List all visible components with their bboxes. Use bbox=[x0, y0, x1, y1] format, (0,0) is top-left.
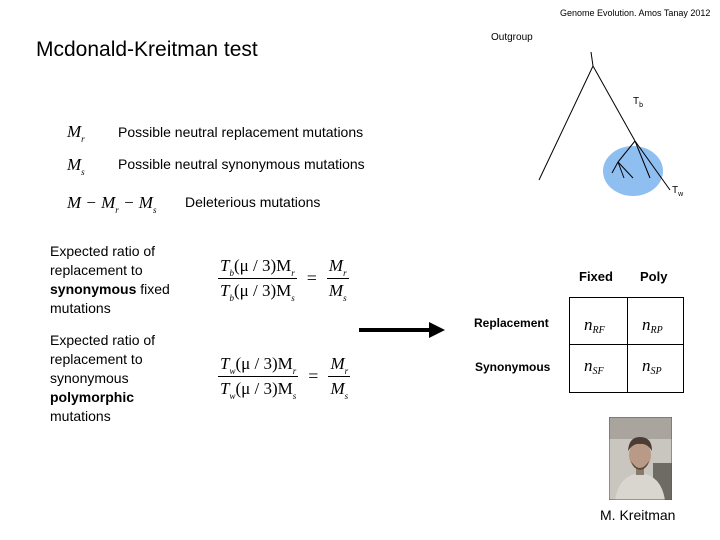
row-header-synonymous: Synonymous bbox=[475, 360, 551, 374]
definition-synonymous: Possible neutral synonymous mutations bbox=[118, 156, 365, 172]
tb-label: Tb bbox=[633, 96, 644, 109]
right-arrow-icon bbox=[359, 322, 445, 338]
contingency-table: nRF nRP nSF nSP bbox=[569, 297, 684, 393]
row-header-replacement: Replacement bbox=[474, 316, 549, 330]
definition-replacement: Possible neutral replacement mutations bbox=[118, 124, 364, 140]
cell-n-sp: nSP bbox=[642, 356, 662, 377]
cell-n-rf: nRF bbox=[584, 315, 605, 336]
definition-deleterious: Deleterious mutations bbox=[185, 194, 321, 210]
phylogenetic-tree bbox=[538, 51, 671, 196]
symbol-ms: Ms bbox=[67, 155, 85, 177]
formula-fixed: Tb(μ / 3)Mr Tb(μ / 3)Ms = Mr Ms bbox=[218, 256, 349, 303]
slide-title: Mcdonald-Kreitman test bbox=[36, 38, 258, 61]
ratio-fixed-description: Expected ratio of replacement to synonym… bbox=[50, 243, 170, 316]
cell-n-rp: nRP bbox=[642, 315, 663, 336]
symbol-deleterious: M − Mr − Ms bbox=[67, 193, 157, 215]
ingroup-population-circle bbox=[603, 146, 663, 196]
symbol-mr: Mr bbox=[67, 122, 85, 144]
tw-label: Tw bbox=[672, 185, 684, 198]
cell-n-sf: nSF bbox=[584, 356, 604, 377]
outgroup-label: Outgroup bbox=[491, 32, 533, 43]
kreitman-photo bbox=[609, 417, 672, 500]
column-header-poly: Poly bbox=[640, 269, 668, 284]
column-header-fixed: Fixed bbox=[579, 269, 613, 284]
formula-polymorphic: Tw(μ / 3)Mr Tw(μ / 3)Ms = Mr Ms bbox=[218, 354, 351, 401]
photo-caption: M. Kreitman bbox=[600, 507, 676, 523]
slide-credit: Genome Evolution. Amos Tanay 2012 bbox=[560, 8, 711, 18]
ratio-polymorphic-description: Expected ratio of replacement to synonym… bbox=[50, 332, 156, 424]
